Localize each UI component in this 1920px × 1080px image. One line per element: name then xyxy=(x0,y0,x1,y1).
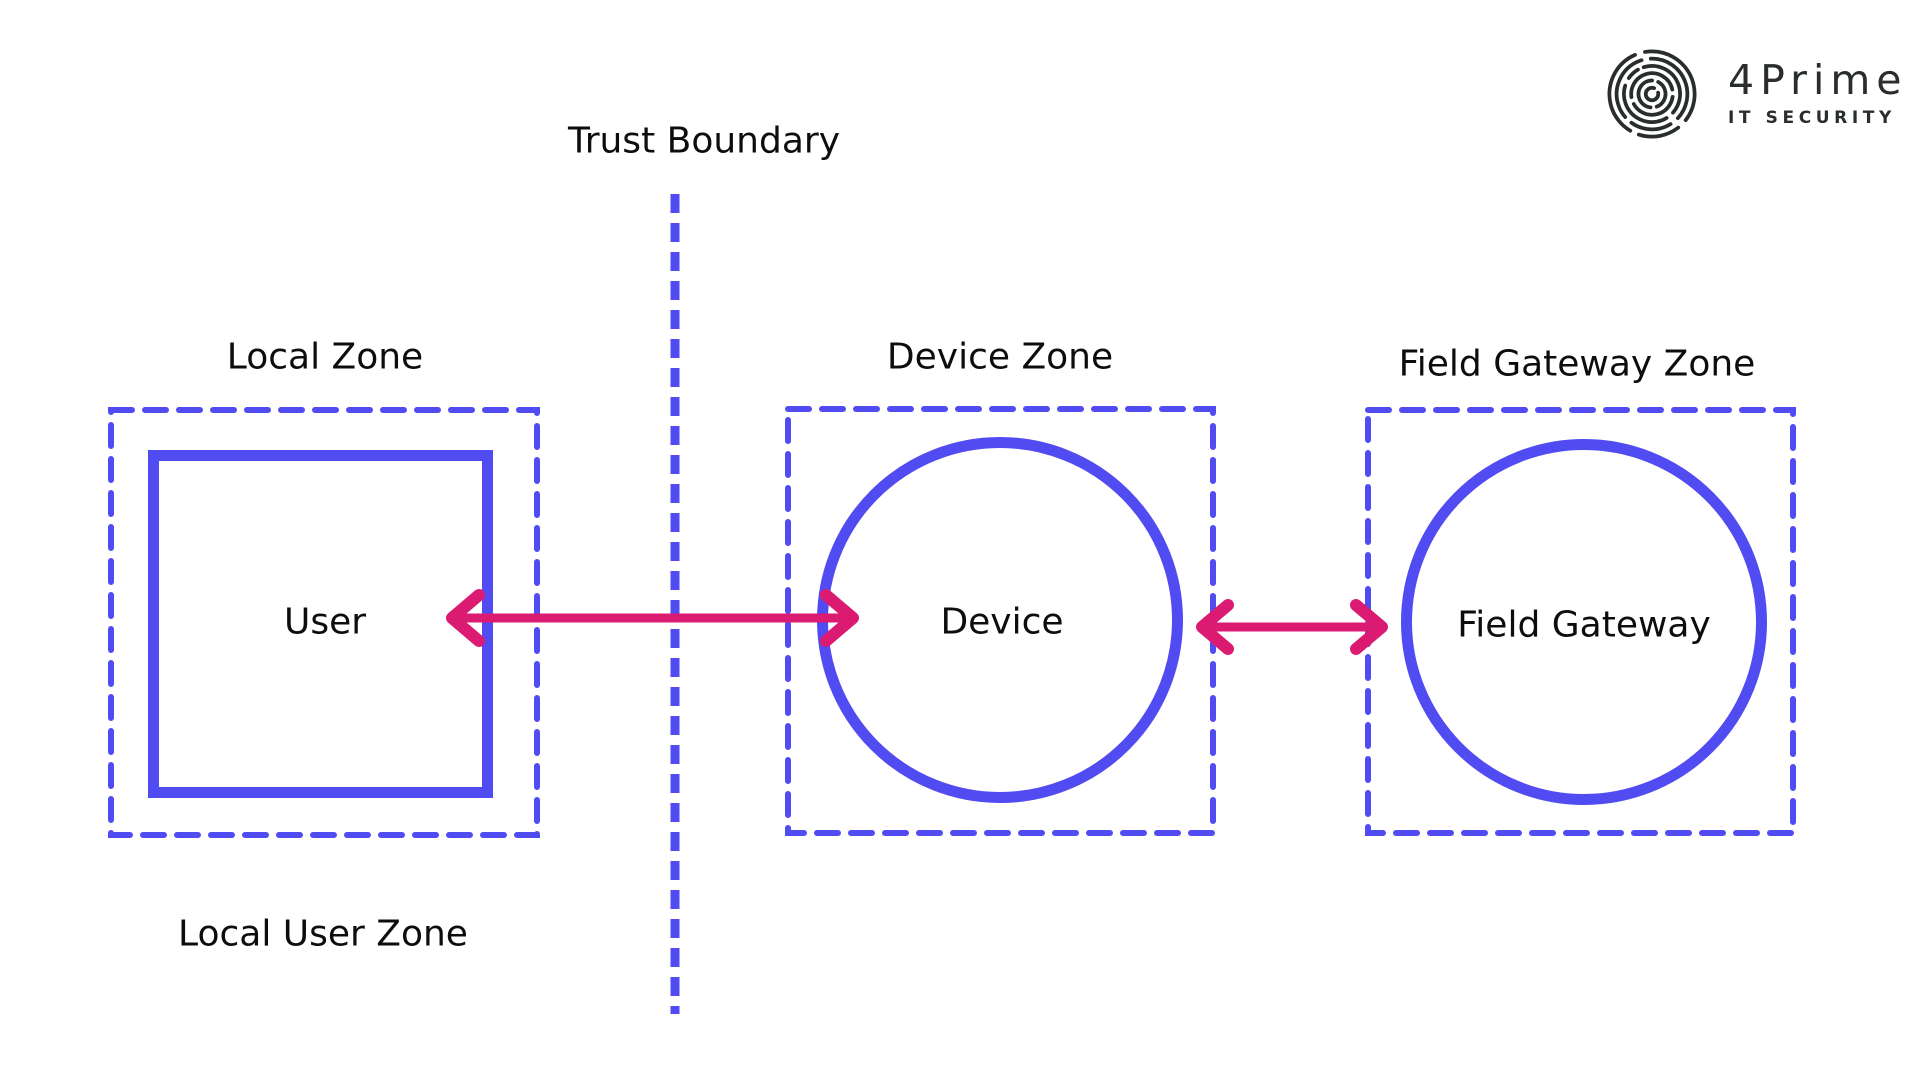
user-node-label: User xyxy=(283,601,367,643)
logo-brand-text: 4Prime xyxy=(1728,56,1908,104)
logo-tagline-text: IT SECURITY xyxy=(1728,108,1896,128)
local-zone-label: Local Zone xyxy=(226,336,424,378)
arrow-head-left-icon xyxy=(446,589,485,647)
device-zone-label: Device Zone xyxy=(886,336,1114,378)
fingerprint-spiral-icon xyxy=(1607,49,1697,139)
company-logo: 4Prime IT SECURITY xyxy=(1600,42,1908,146)
local-user-zone-label: Local User Zone xyxy=(178,913,468,955)
device-field-gateway-flow-arrow xyxy=(1196,599,1388,655)
device-node-label: Device xyxy=(940,601,1064,643)
trust-boundary-label: Trust Boundary xyxy=(567,120,841,162)
user-node-square xyxy=(148,450,493,798)
field-gateway-node-circle xyxy=(1401,439,1767,805)
arrow-head-left-icon xyxy=(1196,599,1234,655)
user-device-flow-arrow xyxy=(446,589,859,647)
field-gateway-node-label: Field Gateway xyxy=(1457,604,1711,646)
local-zone-boundary xyxy=(108,407,540,838)
field-gateway-zone-label: Field Gateway Zone xyxy=(1398,343,1756,385)
arrow-head-right-icon xyxy=(1350,599,1388,655)
arrow-head-right-icon xyxy=(820,589,859,647)
